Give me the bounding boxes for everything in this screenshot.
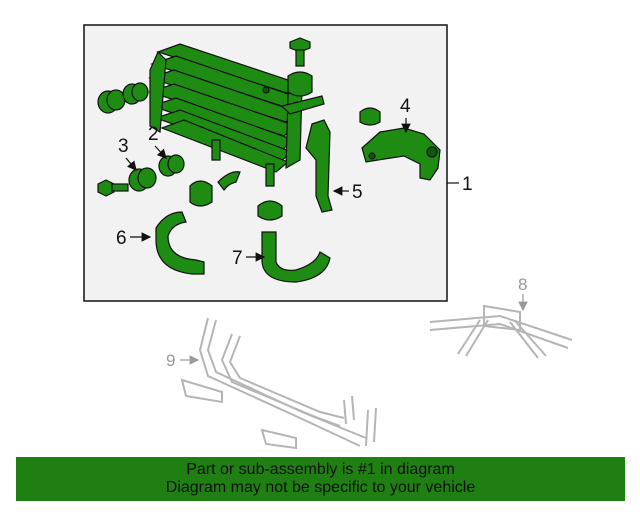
grommet-left-part: [97, 82, 149, 114]
frame-9-part: [180, 317, 377, 450]
crossmember-8-part: [429, 304, 573, 359]
info-banner: Part or sub-assembly is #1 in diagram Di…: [16, 457, 625, 501]
hose-clamp-part: [189, 171, 283, 221]
callout-7: 7: [232, 248, 243, 269]
bracket-5-part: [305, 119, 333, 213]
callout-3: 3: [118, 136, 129, 157]
banner-line-2: Diagram may not be specific to your vehi…: [165, 479, 476, 496]
oil-cooler-part[interactable]: [148, 43, 325, 187]
callout-2: 2: [148, 124, 159, 145]
callout-8: 8: [518, 275, 527, 294]
bushing-part: [97, 154, 185, 197]
callout-9: 9: [166, 351, 175, 370]
leader-3: [125, 157, 137, 171]
callout-5: 5: [352, 182, 363, 203]
banner-line-1: Part or sub-assembly is #1 in diagram: [186, 461, 455, 478]
callout-6: 6: [116, 228, 127, 249]
bracket-4-part: [359, 107, 441, 181]
callout-4: 4: [400, 96, 411, 117]
bolt-top-part: [287, 37, 313, 97]
hose-6-part: [155, 211, 205, 275]
hose-7-part: [261, 231, 331, 283]
callout-1: 1: [462, 174, 473, 195]
leader-2: [154, 145, 167, 159]
